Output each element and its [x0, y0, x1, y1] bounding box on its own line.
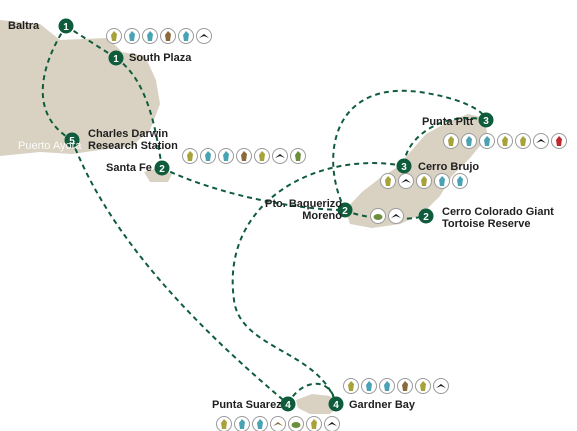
land-iguana-icon	[397, 378, 413, 394]
svg-text:2: 2	[159, 164, 165, 175]
espanola-island	[296, 394, 340, 414]
wildlife-icons-gardner-bay	[343, 378, 449, 394]
finch-icon	[515, 133, 531, 149]
heron-icon	[290, 148, 306, 164]
frigatebird-icon	[388, 208, 404, 224]
label-punta-suarez: Punta Suarez	[212, 399, 282, 411]
frigatebird-icon	[272, 148, 288, 164]
finch-icon	[380, 173, 396, 189]
booby-icon	[234, 416, 250, 431]
finch-icon	[216, 416, 232, 431]
sea-lion-icon	[124, 28, 140, 44]
finch-icon	[415, 378, 431, 394]
marker-south-plaza: 1	[108, 50, 124, 66]
label-punta-pitt: Punta Pitt	[422, 116, 474, 128]
label-charles-darwin: Charles Darwin Research Station	[88, 128, 178, 152]
finch-icon	[416, 173, 432, 189]
finch-icon	[497, 133, 513, 149]
cruise-route	[41, 25, 487, 405]
finch-icon	[306, 416, 322, 431]
marine-iguana-icon	[142, 28, 158, 44]
frigatebird-icon	[196, 28, 212, 44]
finch-icon	[343, 378, 359, 394]
sea-lion-icon	[200, 148, 216, 164]
marker-santa-fe: 2	[154, 160, 170, 176]
label-cerro-brujo: Cerro Brujo	[418, 161, 480, 173]
wildlife-icons-punta-pitt	[443, 133, 567, 149]
marker-punta-suarez: 4	[280, 396, 296, 412]
marker-charles-darwin: 5	[64, 132, 80, 148]
land-iguana-icon	[160, 28, 176, 44]
marker-cerro-colorado: 2	[418, 208, 434, 224]
marker-cerro-brujo: 3	[396, 158, 412, 174]
finch-icon	[254, 148, 270, 164]
marker-gardner-bay: 4	[328, 396, 344, 412]
svg-text:1: 1	[113, 54, 119, 65]
finch-icon	[106, 28, 122, 44]
svg-text:2: 2	[423, 212, 429, 223]
svg-text:4: 4	[333, 400, 339, 411]
frigatebird-icon	[398, 173, 414, 189]
finch-icon	[182, 148, 198, 164]
svg-text:4: 4	[285, 400, 291, 411]
label-baltra: Baltra	[8, 20, 40, 32]
frigatebird-icon	[533, 133, 549, 149]
wildlife-icons-punta-suarez	[216, 416, 340, 431]
label-cerro-colorado: Cerro Colorado Giant Tortoise Reserve	[442, 206, 554, 230]
marine-iguana-icon	[218, 148, 234, 164]
marine-iguana-icon	[379, 378, 395, 394]
wildlife-icons-cerro-brujo	[380, 173, 468, 189]
sea-lion-icon	[461, 133, 477, 149]
label-pto-baquerizo: Pto. Baquerizo Moreno	[264, 198, 342, 222]
label-south-plaza: South Plaza	[129, 52, 192, 64]
marker-pto-baquerizo: 2	[337, 202, 353, 218]
wildlife-icons-cerro-colorado	[370, 208, 404, 224]
marine-iguana-icon	[452, 173, 468, 189]
puerto-ayora-label: Puerto Ayora	[18, 140, 82, 152]
sea-lion-icon	[178, 28, 194, 44]
albatross-icon	[270, 416, 286, 431]
sea-lion-icon	[361, 378, 377, 394]
svg-text:3: 3	[401, 162, 407, 173]
tortoise-icon	[370, 208, 386, 224]
red-footed-booby-icon	[551, 133, 567, 149]
land-iguana-icon	[236, 148, 252, 164]
svg-text:5: 5	[69, 136, 75, 147]
marker-punta-pitt: 3	[478, 112, 494, 128]
svg-text:2: 2	[342, 206, 348, 217]
label-santa-fe: Santa Fe	[106, 162, 152, 174]
booby-icon	[479, 133, 495, 149]
wildlife-icons-santa-fe	[182, 148, 306, 164]
svg-text:1: 1	[63, 22, 69, 33]
marker-baltra: 1	[58, 18, 74, 34]
finch-icon	[443, 133, 459, 149]
booby-icon	[434, 173, 450, 189]
frigatebird-icon	[433, 378, 449, 394]
label-gardner-bay: Gardner Bay	[349, 399, 416, 411]
svg-text:3: 3	[483, 116, 489, 127]
frigatebird-icon	[324, 416, 340, 431]
tortoise-icon	[288, 416, 304, 431]
wildlife-icons-baltra	[106, 28, 212, 44]
marine-iguana-icon	[252, 416, 268, 431]
